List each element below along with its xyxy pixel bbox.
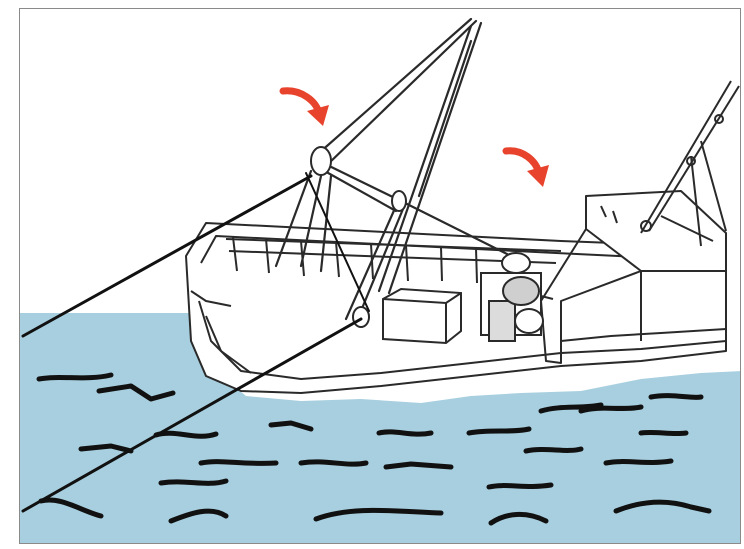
curved-arrow-icon xyxy=(506,151,549,187)
curved-arrow-icon xyxy=(283,91,329,126)
mid-pulley xyxy=(392,191,406,211)
illustration-frame xyxy=(19,8,741,544)
fishing-boat-illustration xyxy=(20,9,741,544)
lower-pulley xyxy=(353,307,369,327)
deck-box xyxy=(383,289,461,343)
front-pulley xyxy=(311,147,331,175)
